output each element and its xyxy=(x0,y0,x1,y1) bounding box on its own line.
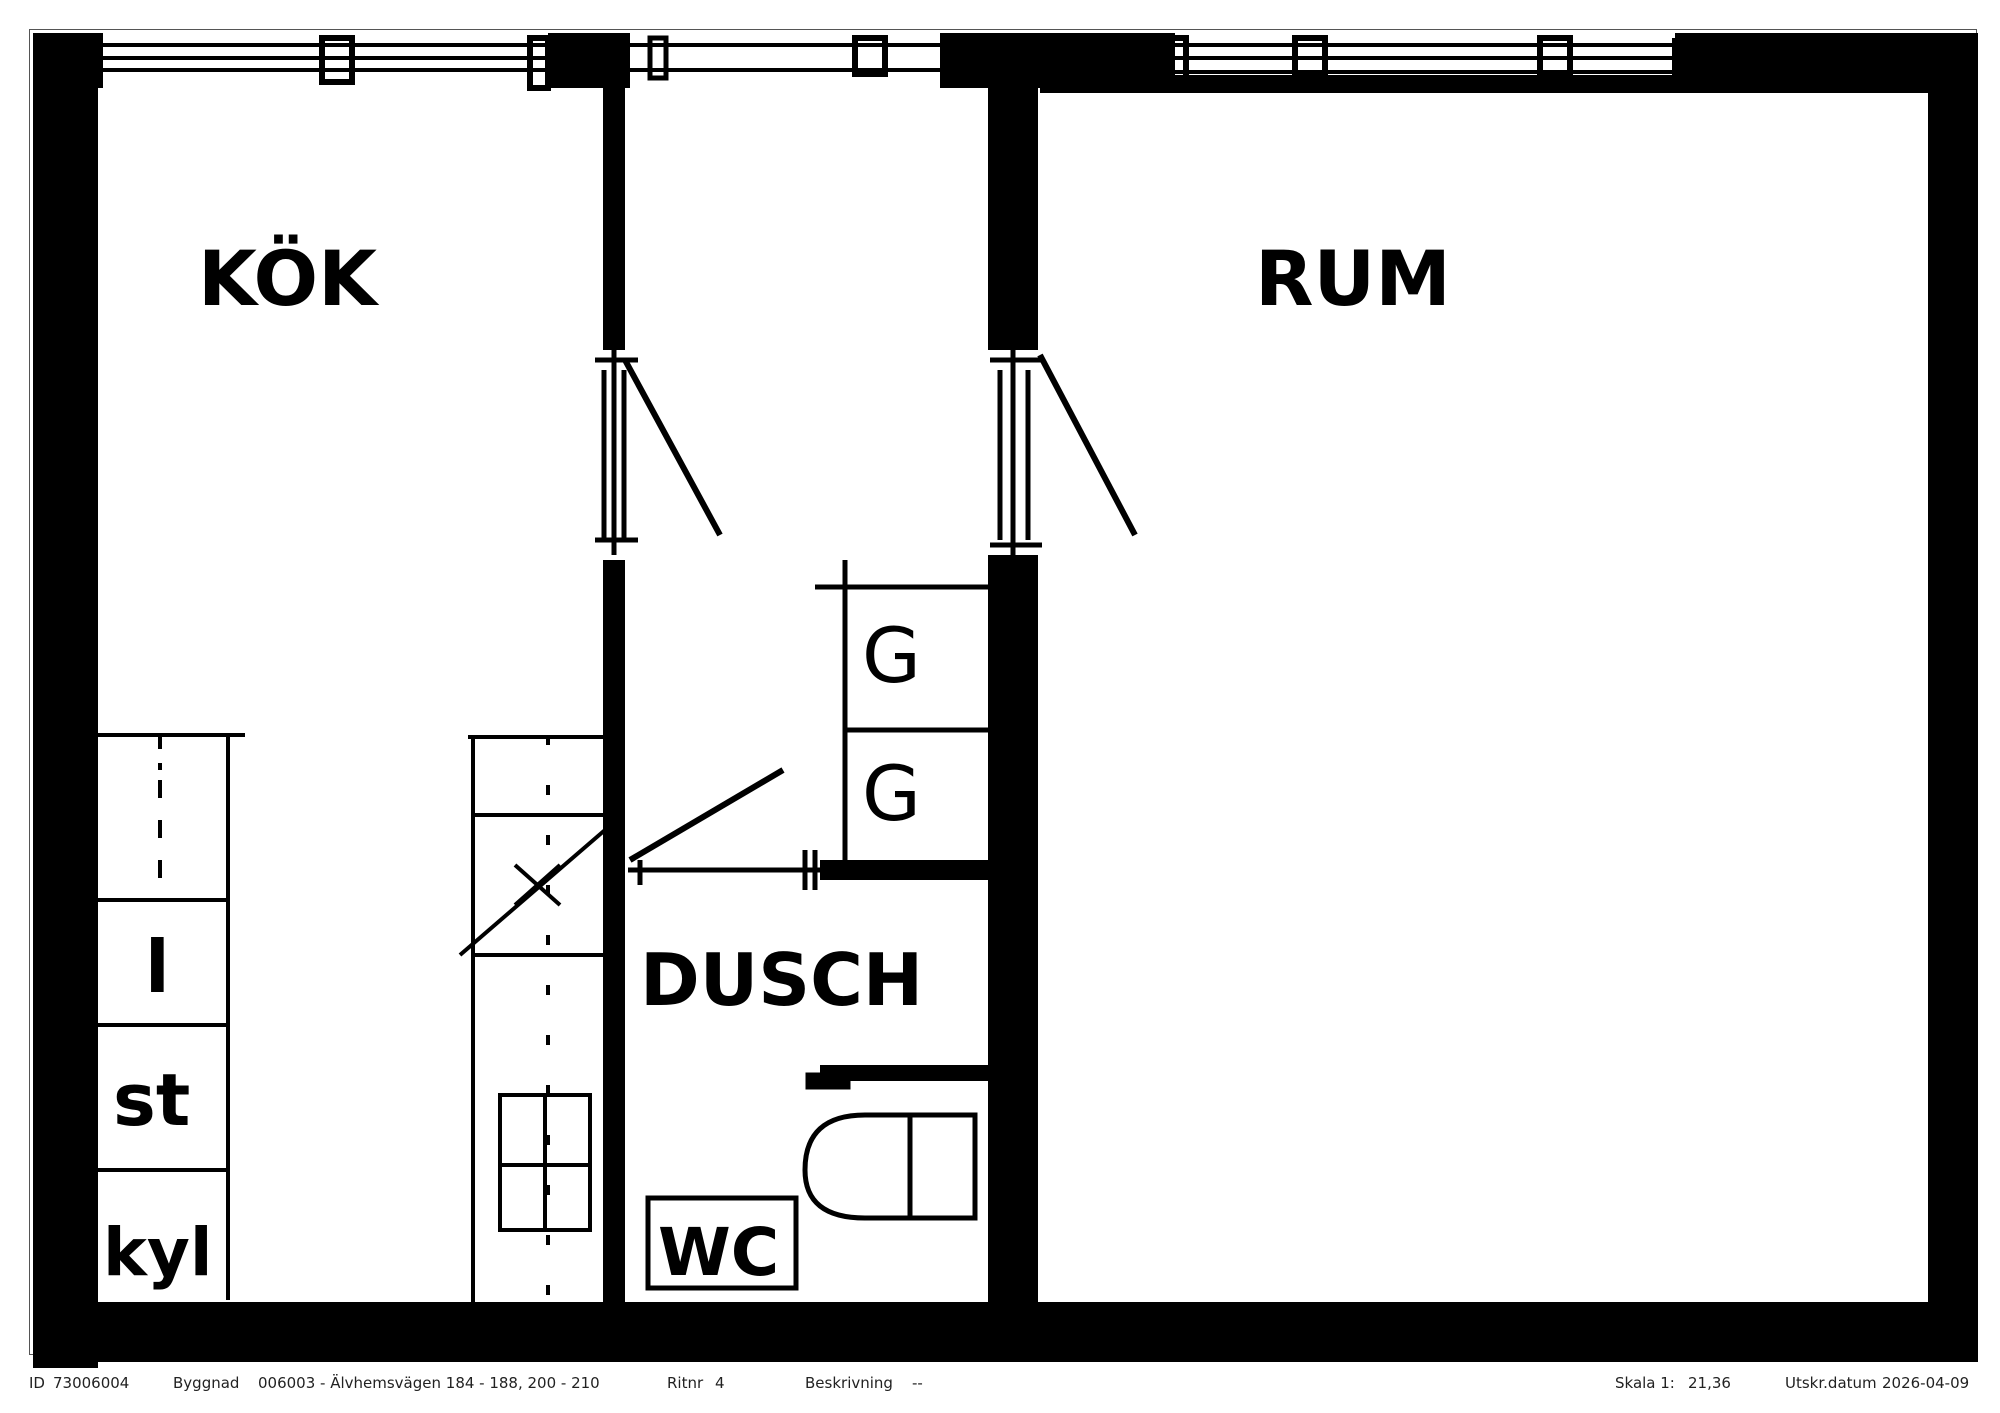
room-label: RUM xyxy=(1255,234,1451,323)
right-wall xyxy=(1928,33,1978,1362)
washer-top-label: G xyxy=(862,611,921,700)
hall-wardrobe xyxy=(458,735,607,1305)
description-value: -- xyxy=(912,1374,923,1392)
footer: ID 73006004 Byggnad 006003 - Älvhemsväge… xyxy=(0,1370,2000,1400)
building-label: Byggnad xyxy=(173,1374,240,1392)
id-value: 73006004 xyxy=(53,1374,130,1392)
scale-value: 21,36 xyxy=(1688,1374,1731,1392)
kitchen-label: KÖK xyxy=(198,233,380,323)
top-wall-center-pier xyxy=(548,33,630,88)
washer-bottom-label: G xyxy=(862,749,921,838)
wash-basin xyxy=(805,1072,851,1090)
print-date-value: 2026-04-09 xyxy=(1882,1374,1970,1392)
hall-room-wall-upper xyxy=(988,88,1038,350)
top-wall-beam xyxy=(1040,75,1978,93)
shower-door-swing xyxy=(628,767,785,863)
drawing-value: 4 xyxy=(715,1374,725,1392)
left-wall xyxy=(33,33,98,1368)
kitchen-door-swing xyxy=(622,358,723,537)
interior-walls xyxy=(603,80,1038,1305)
outer-walls xyxy=(33,33,1978,1368)
room-door-swing xyxy=(1037,353,1138,537)
shower-label: DUSCH xyxy=(640,938,923,1022)
bathroom-fixtures xyxy=(645,560,988,1291)
doors xyxy=(595,350,1138,890)
toilet xyxy=(802,1112,978,1221)
kitchen-hall-wall-upper xyxy=(603,80,625,350)
shower-partition xyxy=(820,1065,988,1081)
wc-cabinet xyxy=(645,1195,799,1291)
description-label: Beskrivning xyxy=(805,1374,893,1392)
top-wall-left-pier xyxy=(33,33,103,88)
top-windows xyxy=(100,35,1678,92)
shower-top-wall xyxy=(820,860,988,880)
scale-label: Skala 1: xyxy=(1615,1374,1675,1392)
print-date-label: Utskr.datum xyxy=(1785,1374,1877,1392)
building-value: 006003 - Älvhemsvägen 184 - 188, 200 - 2… xyxy=(258,1374,600,1392)
kitchen-hall-wall-lower xyxy=(603,560,625,1305)
bottom-wall xyxy=(33,1302,1978,1362)
hall-room-wall-lower xyxy=(988,555,1038,1305)
stove-label: st xyxy=(113,1058,190,1142)
wc-label: WC xyxy=(658,1214,779,1291)
counter-l-label: l xyxy=(145,925,170,1009)
drawing-label: Ritnr xyxy=(667,1374,704,1392)
kitchen-counter xyxy=(98,733,245,1300)
fridge-label: kyl xyxy=(103,1214,213,1291)
id-label: ID xyxy=(29,1374,45,1392)
